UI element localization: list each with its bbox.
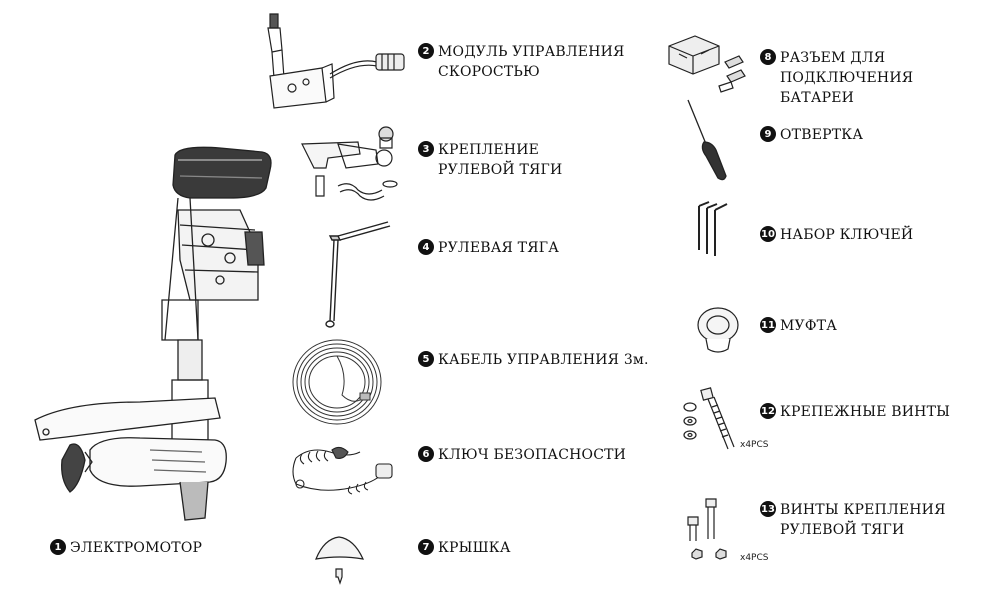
quantity-label-12: x4PCS [740,440,769,450]
item-2-speed-control-module: 2 МОДУЛЬ УПРАВЛЕНИЯ СКОРОСТЬЮ [418,42,628,82]
item-label: КРЫШКА [438,540,511,556]
item-label: МУФТА [780,318,838,334]
item-7-cap: 7 КРЫШКА [418,538,511,558]
item-11-coupling: 11 МУФТА [760,316,837,336]
item-label: КРЕПЕЖНЫЕ ВИНТЫ [780,404,951,420]
item-label: КРЕПЛЕНИЕ РУЛЕВОЙ ТЯГИ [438,142,563,178]
coupling-icon [694,305,742,355]
item-number-badge: 6 [418,446,434,462]
item-label: ВИНТЫ КРЕПЛЕНИЯ РУЛЕВОЙ ТЯГИ [780,502,946,538]
item-label: КАБЕЛЬ УПРАВЛЕНИЯ 3м. [438,352,649,368]
item-label: ОТВЕРТКА [780,127,864,143]
item-number-badge: 10 [760,226,776,242]
item-number-badge: 8 [760,49,776,65]
steering-rod-mount-icon [298,124,408,206]
screwdriver-icon [682,98,732,182]
item-9-screwdriver: 9 ОТВЕРТКА [760,125,863,145]
steering-rod-icon [318,216,398,331]
item-10-hex-key-set: 10 НАБОР КЛЮЧЕЙ [760,225,913,245]
quantity-label-13: x4PCS [740,553,769,563]
item-label: РУЛЕВАЯ ТЯГА [438,240,560,256]
item-4-steering-rod: 4 РУЛЕВАЯ ТЯГА [418,238,559,258]
item-number-badge: 13 [760,501,776,517]
item-label: МОДУЛЬ УПРАВЛЕНИЯ СКОРОСТЬЮ [438,44,625,80]
item-number-badge: 3 [418,141,434,157]
battery-connector-icon [665,32,755,94]
speed-control-module-icon [262,12,412,112]
item-number-badge: 2 [418,43,434,59]
hex-key-set-icon [695,200,735,260]
item-number-badge: 1 [50,539,66,555]
item-12-mounting-screws: 12 КРЕПЕЖНЫЕ ВИНТЫ [760,402,950,422]
item-label: НАБОР КЛЮЧЕЙ [780,227,914,243]
item-label: ЭЛЕКТРОМОТОР [70,540,203,556]
item-number-badge: 7 [418,539,434,555]
item-1-electric-motor: 1 ЭЛЕКТРОМОТОР [50,538,202,558]
item-8-battery-connector: 8 РАЗЪЕМ ДЛЯ ПОДКЛЮЧЕНИЯ БАТАРЕИ [760,48,960,108]
electric-motor-icon [30,140,290,520]
safety-key-icon [290,438,400,498]
mounting-screws-icon [682,385,742,455]
item-number-badge: 9 [760,126,776,142]
item-13-steering-rod-screws: 13 ВИНТЫ КРЕПЛЕНИЯ РУЛЕВОЙ ТЯГИ [760,500,960,540]
control-cable-icon [290,335,385,430]
item-label: КЛЮЧ БЕЗОПАСНОСТИ [438,447,627,463]
item-3-steering-rod-mount: 3 КРЕПЛЕНИЕ РУЛЕВОЙ ТЯГИ [418,140,618,180]
item-number-badge: 12 [760,403,776,419]
item-label: РАЗЪЕМ ДЛЯ ПОДКЛЮЧЕНИЯ БАТАРЕИ [780,50,914,106]
item-number-badge: 5 [418,351,434,367]
item-6-safety-key: 6 КЛЮЧ БЕЗОПАСНОСТИ [418,445,626,465]
item-5-control-cable: 5 КАБЕЛЬ УПРАВЛЕНИЯ 3м. [418,350,649,370]
item-number-badge: 11 [760,317,776,333]
item-number-badge: 4 [418,239,434,255]
cap-icon [312,525,367,585]
steering-rod-screws-icon [686,497,736,565]
